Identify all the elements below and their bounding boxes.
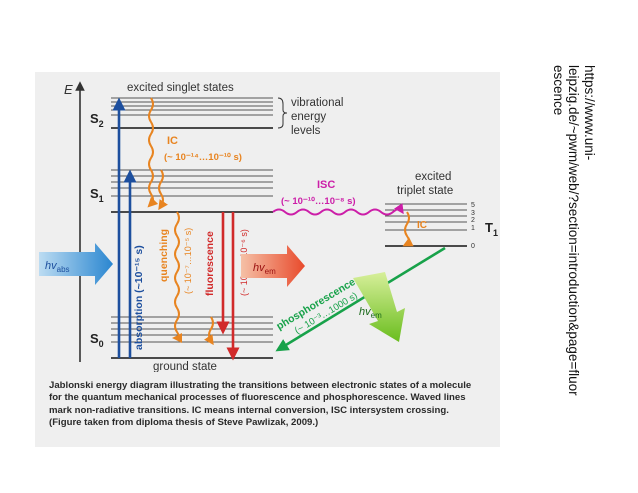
isc-time: (~ 10⁻¹⁰…10⁻⁸ s)	[281, 196, 356, 207]
caption-line: mark non-radiative transitions. IC means…	[49, 404, 449, 416]
ic-time: (~ 10⁻¹⁴…10⁻¹⁰ s)	[164, 152, 242, 163]
quenching-wavy-arrow	[172, 211, 183, 343]
triplet-ic-label: IC	[417, 220, 427, 231]
svg-text:5: 5	[471, 202, 475, 209]
source-url: https://www.uni- leipzig.de/~pwm/web/?se…	[535, 65, 597, 396]
jablonski-diagram: E excited singlet states S2 vibrational …	[39, 81, 498, 372]
ic-wavy-arrow-1	[147, 97, 159, 208]
hv-em2-arrow	[353, 272, 405, 342]
isc-label: ISC	[317, 179, 335, 191]
hv-em-arrow	[241, 245, 305, 287]
s1-levels	[111, 169, 273, 213]
s2-label: S2	[90, 111, 104, 129]
ic-wavy-arrow-2	[158, 169, 168, 211]
isc-wavy-arrow	[272, 203, 404, 216]
ic-label: IC	[167, 135, 178, 147]
phosphorescence-arrow	[275, 246, 446, 352]
absorption-label: absorption (~10⁻¹⁵ s)	[133, 245, 145, 350]
ic-wavy-ground	[204, 316, 214, 346]
triplet-label: excited triplet state	[397, 171, 455, 197]
quenching-time: (~ 10⁻⁷…10⁻⁵ s)	[183, 228, 193, 294]
energy-axis-label: E	[64, 82, 73, 97]
quenching-label: quenching	[158, 229, 170, 282]
svg-text:1: 1	[471, 225, 475, 232]
s1-label: S1	[90, 186, 104, 204]
singlet-header: excited singlet states	[127, 82, 234, 94]
svg-text:3: 3	[471, 210, 475, 217]
t1-label: T1	[485, 220, 498, 238]
caption-line: (Figure taken from diploma thesis of Ste…	[49, 417, 319, 429]
caption-line: Jablonski energy diagram illustrating th…	[49, 380, 472, 391]
t1-vib-numbers: 5 3 2 1 0	[471, 202, 475, 250]
figure-caption: Jablonski energy diagram illustrating th…	[49, 380, 489, 430]
caption-line: for the quantum mechanical processes of …	[49, 392, 466, 404]
s0-label: S0	[90, 331, 104, 349]
jablonski-figure: E excited singlet states S2 vibrational …	[35, 72, 500, 447]
hv-abs-arrow	[39, 243, 113, 285]
hv-em2-label: hvem	[359, 306, 382, 320]
url-line: leipzig.de/~pwm/web/?section=introductio…	[566, 65, 582, 396]
s2-levels	[111, 97, 273, 129]
hv-em-label: hvem	[253, 262, 276, 276]
vibrational-label: vibrational energy levels	[291, 97, 347, 137]
url-line: https://www.uni-	[582, 65, 597, 161]
fluorescence-label: fluorescence	[204, 231, 216, 296]
vibrational-brace	[277, 97, 288, 129]
triplet-ic-wavy-arrow	[402, 211, 414, 247]
svg-text:0: 0	[471, 243, 475, 250]
svg-text:2: 2	[471, 217, 475, 224]
url-line: escence	[551, 65, 566, 116]
hv-abs-label: hvabs	[45, 260, 70, 274]
s0-levels	[111, 316, 273, 359]
ground-state-label: ground state	[153, 361, 217, 372]
